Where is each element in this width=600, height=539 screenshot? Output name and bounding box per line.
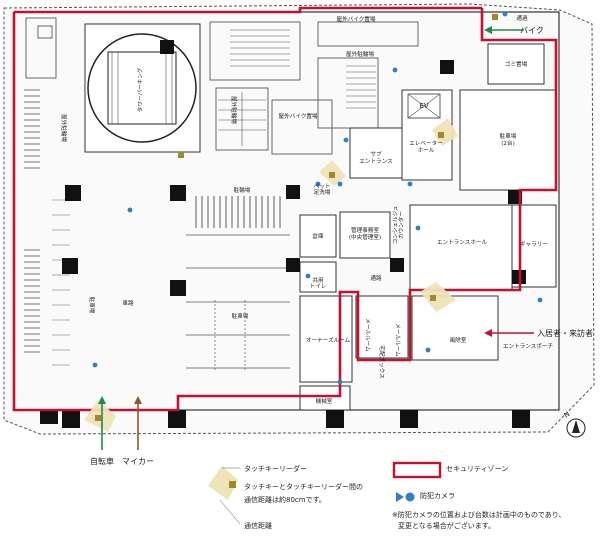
management-room — [339, 211, 391, 259]
label-entrance-porch: エントランスポーチ — [503, 342, 554, 350]
legend-camera-label: 防犯カメラ — [420, 492, 455, 500]
label-ev: EV — [419, 102, 428, 110]
label-owners-room: オーナーズルーム — [306, 336, 351, 344]
legend-camera-icon — [396, 492, 415, 502]
label-toilet: 共用トイレ — [310, 276, 327, 290]
mid-bike-rack — [195, 196, 281, 228]
tower-turntable — [87, 33, 197, 143]
label-elevator-hall: エレベーターホール — [409, 139, 443, 154]
mid-stair-box — [215, 87, 269, 151]
top-stair-lines — [230, 29, 290, 67]
structural-columns — [40, 40, 530, 428]
arrow-residents — [484, 329, 534, 337]
label-outdoor-bike-left: 屋外駐輪場 — [60, 114, 68, 142]
label-outdoor-parking-left: 屋外駐輪場 — [230, 96, 238, 124]
legend-touch-desc-1: タッチキーとタッチキーリーダー間の — [244, 483, 363, 491]
top-bike-area — [209, 21, 301, 81]
label-bike-rack: 駐輪場 — [234, 186, 251, 194]
arrow-bike-top — [484, 26, 524, 34]
label-car-parking: 車路 — [122, 299, 134, 307]
label-storage: 倉庫 — [312, 232, 324, 240]
security-zone — [12, 6, 558, 412]
legend-note-1: ※防犯カメラの位置および台数は計画中のものであり、 — [392, 511, 566, 519]
label-entrance-hall: エントランスホール — [437, 239, 488, 246]
ev-cross-2 — [407, 93, 441, 119]
entrance-hall-room — [409, 204, 513, 291]
legend-touch-reader-label: タッチキーリーダー — [244, 465, 307, 473]
machine-room-box — [299, 385, 351, 411]
label-passage-top: 通過 — [516, 14, 528, 22]
label-gallery: ギャラリー — [520, 241, 548, 248]
label-parking-right: 駐車場(2台) — [500, 132, 517, 147]
label-wind-room: 風除室 — [450, 336, 467, 344]
label-parking-mid: 駐車場 — [232, 312, 249, 320]
label-garbage: ゴミ置場 — [505, 60, 528, 68]
mail-room-box — [355, 295, 409, 359]
left-bike-rack-2 — [24, 249, 40, 353]
security-cameras — [92, 11, 543, 385]
garbage-room — [487, 43, 545, 85]
label-concierge: コンシェルジュカウンター — [392, 206, 405, 245]
arrow-bicycle — [98, 396, 106, 450]
label-parking-left: 駐車場 — [88, 297, 96, 314]
label-mail-room: メールルーム — [364, 318, 371, 352]
legend-security-swatch — [392, 461, 442, 479]
equipment-box — [25, 17, 57, 79]
tower-parking-box — [84, 23, 201, 153]
parking-stalls — [186, 234, 290, 370]
label-outdoor-parking-top: 屋外駐輪場 — [346, 50, 374, 58]
label-pet-wash: ペット足洗場 — [314, 183, 331, 196]
equipment-inner — [37, 25, 53, 39]
bike-mid-box — [271, 99, 333, 155]
left-bike-rack — [24, 89, 40, 169]
legend-touch-desc-2: 通信距離は約80cmです。 — [244, 496, 326, 504]
owners-room-box — [299, 295, 353, 383]
storage-room — [299, 214, 337, 258]
arrow-my-car — [134, 396, 142, 450]
tower-inner — [107, 51, 177, 125]
label-passage: 通路 — [370, 274, 382, 282]
compass-north-label: N — [563, 410, 572, 420]
tower-stripes — [111, 52, 173, 124]
legend-comm-distance: 通信距離 — [244, 522, 272, 530]
label-outdoor-bike-mid: 屋外バイク置場 — [278, 112, 317, 120]
right-parking-room — [459, 89, 557, 191]
label-outdoor-bike-top: 屋外バイク置場 — [336, 15, 375, 23]
legend-note-2: 変更となる場合がございます。 — [398, 522, 496, 530]
label-mail-room-2: メールルーム — [394, 323, 401, 357]
wind-room-box — [411, 295, 499, 361]
outdoor-parking-top-box — [317, 57, 379, 129]
top-bike-strip — [317, 21, 419, 47]
outdoor-parking-top-lines — [346, 65, 376, 109]
compass: N — [563, 410, 586, 438]
label-tower-parking: タワーパーキング — [136, 67, 144, 112]
arrow-residents-label: 入居者・来訪者 — [537, 328, 593, 338]
legend-security-label: セキュリティゾーン — [446, 465, 509, 473]
touch-readers — [95, 14, 498, 421]
label-sub-entrance: サブエントランス — [359, 150, 393, 165]
label-machine-room: 機械室 — [316, 397, 333, 405]
mid-stair-lines — [218, 92, 266, 146]
label-management: 管理事務室(中央管理室) — [349, 226, 381, 241]
arrow-bicycle-label: 自転車 — [90, 456, 114, 466]
ev-shaft — [407, 93, 441, 119]
label-delivery-box: 宅配ボックス — [378, 345, 386, 379]
arrow-bike-top-label: バイク — [520, 26, 544, 35]
legend-touch-reader — [208, 466, 241, 525]
arrow-my-car-label: マイカー — [122, 457, 154, 466]
